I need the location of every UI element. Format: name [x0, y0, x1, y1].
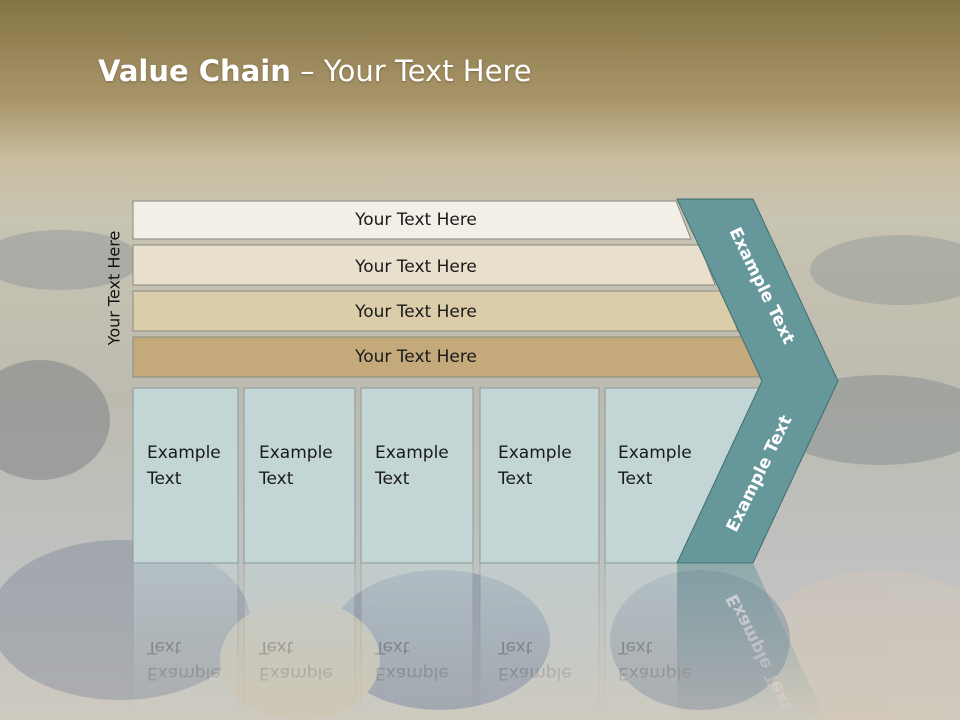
- box-3: Example Text: [479, 387, 600, 564]
- reflection-box-2-line1: Example: [375, 663, 449, 683]
- title-rest: – Your Text Here: [290, 54, 532, 88]
- box-2-line1: Example: [375, 443, 449, 463]
- reflection-box-2-line2: Text: [374, 637, 410, 657]
- box-3-line1: Example: [498, 443, 572, 463]
- band-3: Your Text Here: [132, 336, 763, 378]
- box-1-line1: Example: [259, 443, 333, 463]
- reflection-box-4-line2: Text: [617, 637, 653, 657]
- band-1: Your Text Here: [132, 244, 716, 286]
- box-4-line2: Text: [617, 469, 653, 489]
- reflection-box-0-line1: Example: [147, 663, 221, 683]
- box-4-line1: Example: [618, 443, 692, 463]
- box-1: Example Text: [243, 387, 356, 564]
- box-4: Example Text: [604, 387, 763, 564]
- reflection-box-0-line2: Text: [146, 637, 182, 657]
- reflection-box-4-line1: Example: [618, 663, 692, 683]
- box-3-line2: Text: [497, 469, 533, 489]
- box-1-line2: Text: [258, 469, 294, 489]
- band-0: Your Text Here: [132, 200, 692, 240]
- box-2: Example Text: [360, 387, 474, 564]
- reflection-box-3-line1: Example: [498, 663, 572, 683]
- reflection-box-1-line2: Text: [258, 637, 294, 657]
- reflection-box-3-line2: Text: [497, 637, 533, 657]
- box-0: Example Text: [132, 387, 239, 564]
- band-3-label: Your Text Here: [354, 347, 477, 367]
- reflection: Example Text Example Text Example Text E…: [132, 562, 827, 720]
- band-2-label: Your Text Here: [354, 302, 477, 322]
- band-2: Your Text Here: [132, 290, 739, 332]
- band-1-label: Your Text Here: [354, 257, 477, 277]
- box-2-line2: Text: [374, 469, 410, 489]
- reflection-box-1-line1: Example: [259, 663, 333, 683]
- chevron-arrow: Example Text Example Text: [676, 198, 839, 564]
- box-0-line1: Example: [147, 443, 221, 463]
- band-0-label: Your Text Here: [354, 210, 477, 230]
- title-bold: Value Chain: [98, 54, 291, 88]
- slide-title: Value Chain – Your Text Here: [98, 54, 532, 88]
- box-0-line2: Text: [146, 469, 182, 489]
